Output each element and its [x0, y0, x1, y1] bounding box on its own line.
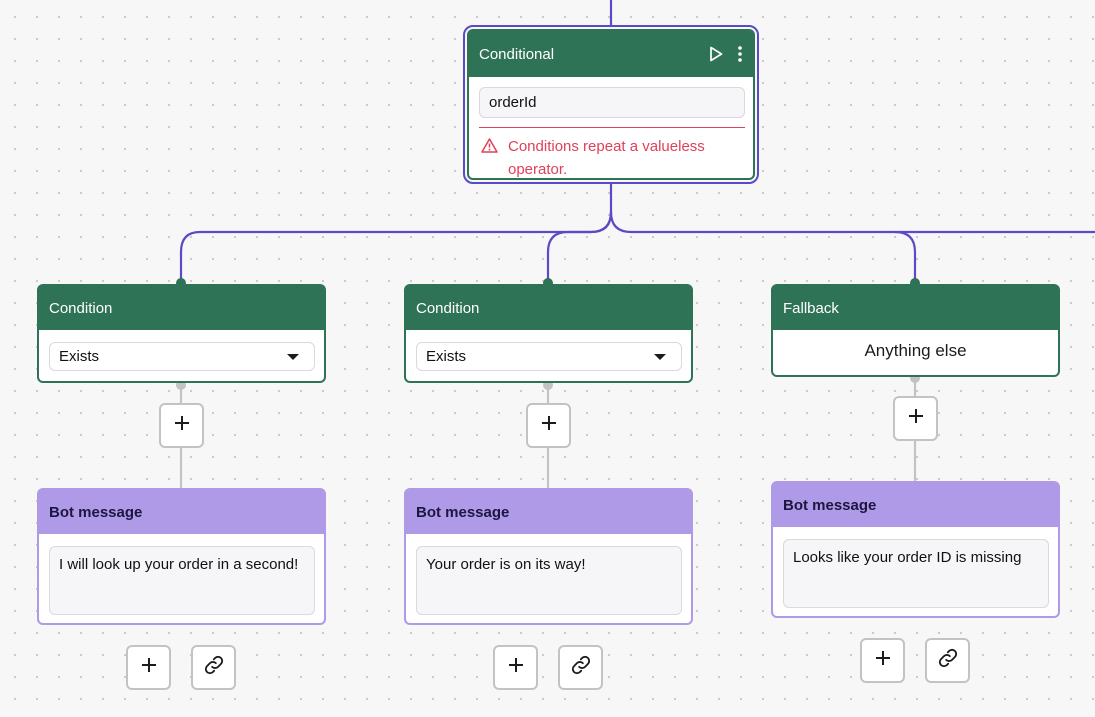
- condition-node-2[interactable]: Condition Exists: [404, 284, 693, 383]
- condition-node-header: Condition: [39, 286, 324, 330]
- operator-value: Exists: [426, 348, 467, 365]
- error-message: Conditions repeat a valueless operator.: [481, 135, 745, 181]
- bot-message-header: Bot message: [39, 490, 324, 534]
- add-step-button[interactable]: [860, 638, 905, 683]
- add-step-button[interactable]: [526, 403, 571, 448]
- condition-title: Condition: [416, 299, 480, 317]
- caret-down-icon: [287, 353, 299, 360]
- bot-message-node-3[interactable]: Bot message Looks like your order ID is …: [771, 481, 1060, 618]
- wire-branch-3: [609, 211, 917, 284]
- warning-icon: [481, 138, 498, 181]
- bot-message-title: Bot message: [416, 503, 510, 521]
- add-step-button[interactable]: [159, 403, 204, 448]
- play-icon[interactable]: [709, 46, 723, 62]
- link-button[interactable]: [925, 638, 970, 683]
- message-textarea[interactable]: Looks like your order ID is missing: [783, 539, 1049, 608]
- variable-field[interactable]: orderId: [479, 87, 745, 118]
- error-text: Conditions repeat a valueless operator.: [508, 138, 705, 178]
- operator-value: Exists: [59, 348, 100, 365]
- plus-icon: [908, 408, 924, 429]
- condition-node-header: Condition: [406, 286, 691, 330]
- operator-select[interactable]: Exists: [49, 342, 315, 371]
- selection-outline: [463, 25, 759, 184]
- add-step-button[interactable]: [493, 645, 538, 690]
- bot-message-title: Bot message: [49, 503, 143, 521]
- add-step-button[interactable]: [126, 645, 171, 690]
- bot-message-header: Bot message: [773, 483, 1058, 527]
- wire-branch-1: [179, 184, 613, 284]
- plus-icon: [141, 657, 157, 678]
- fallback-node[interactable]: Fallback Anything else: [771, 284, 1060, 377]
- condition-node-1[interactable]: Condition Exists: [37, 284, 326, 383]
- bot-message-node-1[interactable]: Bot message I will look up your order in…: [37, 488, 326, 625]
- link-button[interactable]: [558, 645, 603, 690]
- plus-icon: [174, 415, 190, 436]
- more-vertical-icon[interactable]: [737, 45, 743, 63]
- link-button[interactable]: [191, 645, 236, 690]
- plus-icon: [508, 657, 524, 678]
- caret-down-icon: [654, 353, 666, 360]
- bot-message-node-2[interactable]: Bot message Your order is on its way!: [404, 488, 693, 625]
- message-textarea[interactable]: I will look up your order in a second!: [49, 546, 315, 615]
- wire-branch-2: [546, 211, 613, 284]
- conditional-node-header: Conditional: [469, 31, 753, 77]
- fallback-node-header: Fallback: [773, 286, 1058, 330]
- plus-icon: [875, 650, 891, 671]
- message-textarea[interactable]: Your order is on its way!: [416, 546, 682, 615]
- bot-message-title: Bot message: [783, 496, 877, 514]
- operator-select[interactable]: Exists: [416, 342, 682, 371]
- fallback-title: Fallback: [783, 299, 839, 317]
- plus-icon: [541, 415, 557, 436]
- conditional-node[interactable]: Conditional orderId Conditions repeat a …: [467, 29, 755, 180]
- add-step-button[interactable]: [893, 396, 938, 441]
- conditional-title: Conditional: [479, 45, 555, 63]
- link-icon: [570, 654, 592, 681]
- condition-title: Condition: [49, 299, 113, 317]
- fallback-value: Anything else: [864, 341, 967, 360]
- bot-message-header: Bot message: [406, 490, 691, 534]
- link-icon: [937, 647, 959, 674]
- link-icon: [203, 654, 225, 681]
- error-divider: [479, 127, 745, 128]
